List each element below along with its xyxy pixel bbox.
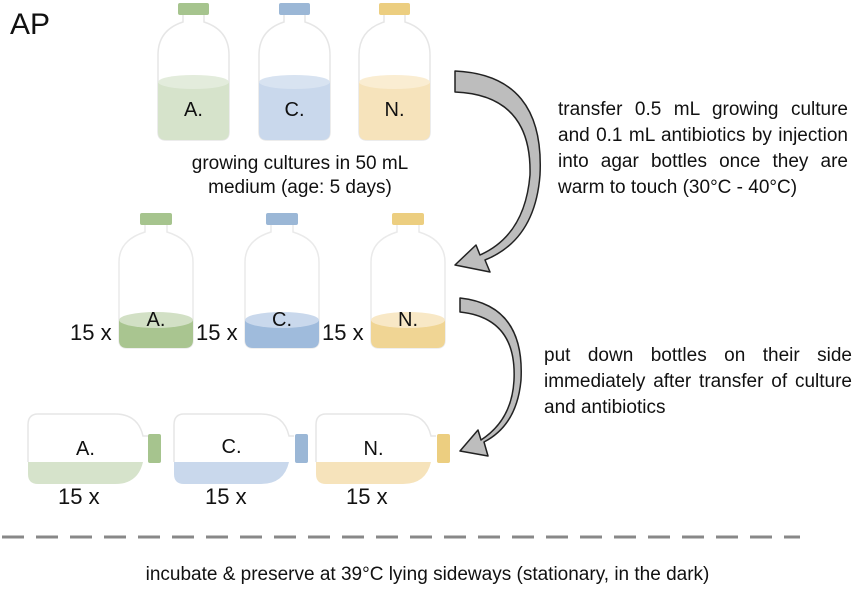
step1-caption-line2: medium (age: 5 days) — [208, 177, 392, 198]
step2-label-a: A. — [146, 309, 166, 331]
arrow1-instruction: transfer 0.5 mL growing culture and 0.1 … — [558, 99, 848, 198]
step3-label-n: N. — [363, 438, 384, 460]
step3-bottle-n — [315, 413, 450, 484]
step1-label-n: N. — [384, 99, 405, 121]
panel-label: AP — [10, 8, 51, 41]
curved-arrow-1 — [454, 70, 541, 273]
arrow2-instruction: put down bottles on their side immediate… — [544, 345, 852, 418]
step2-label-n: N. — [398, 309, 418, 331]
footer-note: incubate & preserve at 39°C lying sidewa… — [145, 564, 710, 585]
step1-bottle-c — [258, 3, 331, 141]
step1-bottle-a — [157, 3, 230, 141]
step2-label-c: C. — [272, 309, 292, 331]
step2-bottle-n — [370, 213, 446, 349]
step3-count-n: 15 x — [346, 484, 388, 509]
step2-count-a: 15 x — [70, 320, 112, 345]
step3-label-a: A. — [76, 438, 95, 460]
step2-count-n: 15 x — [322, 320, 364, 345]
step1-bottle-n — [358, 3, 431, 141]
step3-count-a: 15 x — [58, 484, 100, 509]
step3-count-c: 15 x — [205, 484, 247, 509]
step1-caption-line1: growing cultures in 50 mL — [191, 153, 409, 174]
step3-label-c: C. — [221, 436, 242, 458]
step1-label-a: A. — [184, 99, 203, 121]
step1-label-c: C. — [284, 99, 305, 121]
step3-bottle-c — [173, 413, 308, 484]
step3-bottle-a — [27, 413, 161, 484]
step1-caption: growing cultures in 50 mL medium (age: 5… — [160, 152, 440, 200]
step2-bottle-c — [244, 213, 320, 349]
step2-count-c: 15 x — [196, 320, 238, 345]
step2-bottle-a — [118, 213, 194, 349]
curved-arrow-2 — [459, 297, 522, 457]
